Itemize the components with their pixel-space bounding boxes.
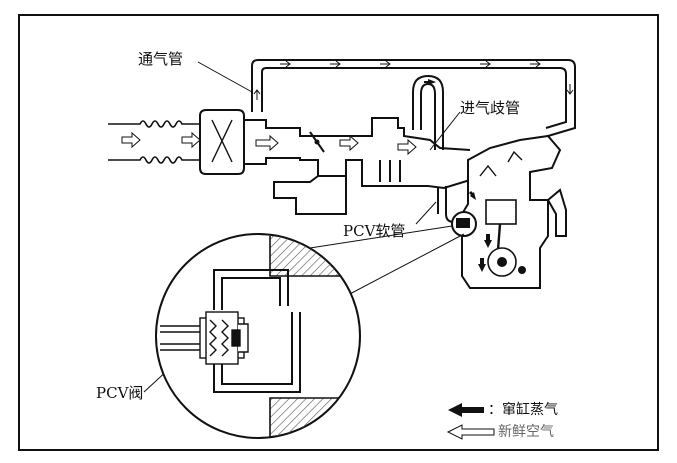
- magnified-pcv-view: [155, 233, 361, 439]
- loop-blowby-arrow: [424, 79, 436, 85]
- intake-manifold-label: 进气歧管: [460, 99, 521, 117]
- fresh-air-arrow-icon: [446, 424, 495, 440]
- fresh-air-flow-arrows: [121, 131, 417, 156]
- leader-lines: [143, 61, 465, 393]
- vent-pipe-label: 通气管: [138, 50, 184, 68]
- pcv-hose-label: PCV软管: [343, 222, 406, 240]
- pcv-valve-body: [160, 311, 249, 365]
- pcv-valve-label: PCV阀: [96, 384, 144, 402]
- legend-blowby-label: 窜缸蒸气: [502, 402, 558, 418]
- engine-blowby-arrows: [469, 191, 492, 272]
- diagram-frame: [18, 14, 659, 451]
- legend-fresh-air-label: 新鲜空气: [498, 424, 554, 440]
- intake-tract: [244, 117, 471, 215]
- legend-blowby-text: ：窜缸蒸气: [488, 402, 558, 418]
- air-cleaner: [199, 109, 245, 175]
- legend-icons: [446, 403, 495, 440]
- throttle-shaft: [314, 139, 320, 145]
- legend-fresh-air-text: 新鲜空气: [498, 425, 554, 439]
- engine: [461, 134, 567, 289]
- vent-flow-arrows: [253, 60, 574, 100]
- blowby-arrow-icon: [448, 403, 484, 417]
- vent-pipe: [251, 59, 576, 137]
- intake-bellows: [108, 120, 200, 164]
